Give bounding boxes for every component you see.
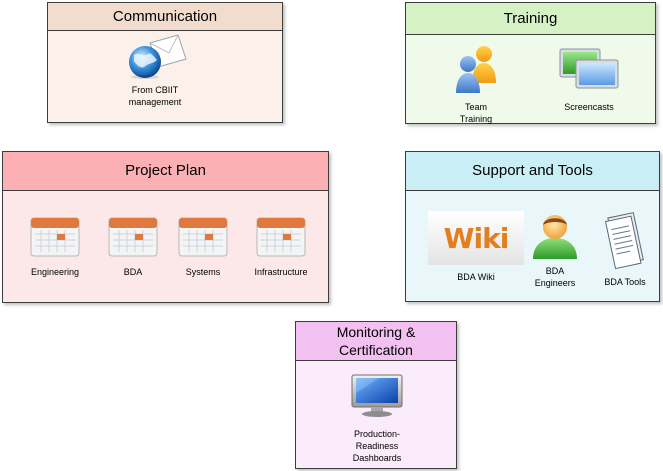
calendar-icon — [256, 217, 306, 257]
project-plan-panel: Project Plan Engineering BDA — [2, 151, 329, 303]
project-systems-label: Systems — [185, 267, 221, 277]
monitoring-dashboards-label: Production- Readiness Dashboards — [352, 429, 402, 463]
calendar-icon — [178, 217, 228, 257]
project-item-infrastructure[interactable]: Infrastructure — [254, 216, 308, 278]
monitoring-item-dashboards[interactable]: Production- Readiness Dashboards — [349, 373, 405, 463]
training-panel: Training Team Training Screencasts — [405, 2, 656, 124]
wiki-logo: Wiki — [428, 211, 524, 265]
training-title: Training — [503, 9, 558, 27]
training-team-label: Team Training — [459, 102, 493, 124]
support-tools-label: BDA Tools — [604, 277, 646, 287]
support-engineers-label: BDA Engineers — [534, 266, 576, 288]
communication-panel: Communication From CBIIT management — [47, 2, 283, 123]
people-icon — [456, 46, 496, 93]
training-item-team[interactable]: Team Training — [448, 43, 504, 124]
person-icon — [533, 215, 577, 259]
project-plan-header: Project Plan — [3, 152, 328, 191]
support-wiki-label: BDA Wiki — [457, 272, 495, 282]
communication-title: Communication — [112, 7, 218, 25]
project-plan-title: Project Plan — [125, 162, 206, 179]
monitoring-title: Monitoring & Certification — [336, 324, 416, 358]
project-bda-label: BDA — [123, 267, 143, 277]
communication-header: Communication — [48, 3, 282, 31]
calendar-icon — [108, 217, 158, 257]
monitoring-header: Monitoring & Certification — [296, 322, 456, 361]
project-item-bda[interactable]: BDA — [107, 216, 159, 278]
wiki-logo-text: Wiki — [443, 221, 510, 255]
support-tools-title: Support and Tools — [472, 162, 593, 179]
training-screencasts-label: Screencasts — [564, 102, 614, 112]
project-item-engineering[interactable]: Engineering — [29, 216, 81, 278]
training-header: Training — [406, 3, 655, 35]
training-item-screencasts[interactable]: Screencasts — [556, 47, 622, 117]
calendar-icon — [30, 217, 80, 257]
support-tools-panel: Support and Tools Wiki BDA Wiki BDA Engi… — [405, 151, 660, 302]
support-item-tools[interactable]: BDA Tools — [600, 211, 650, 291]
support-item-engineers[interactable]: BDA Engineers — [530, 213, 580, 293]
project-item-systems[interactable]: Systems — [177, 216, 229, 278]
communication-item-label: From CBIIT management — [128, 85, 182, 107]
support-item-wiki[interactable]: Wiki BDA Wiki — [428, 211, 524, 282]
monitoring-panel: Monitoring & Certification Production- R… — [295, 321, 457, 469]
communication-item[interactable]: From CBIIT management — [120, 33, 190, 113]
globe-envelope-icon — [129, 34, 187, 79]
project-infrastructure-label: Infrastructure — [254, 267, 308, 277]
document-icon — [604, 212, 644, 270]
screens-icon — [559, 48, 619, 89]
support-tools-header: Support and Tools — [406, 152, 659, 191]
monitor-icon — [351, 374, 403, 417]
project-engineering-label: Engineering — [30, 267, 80, 277]
